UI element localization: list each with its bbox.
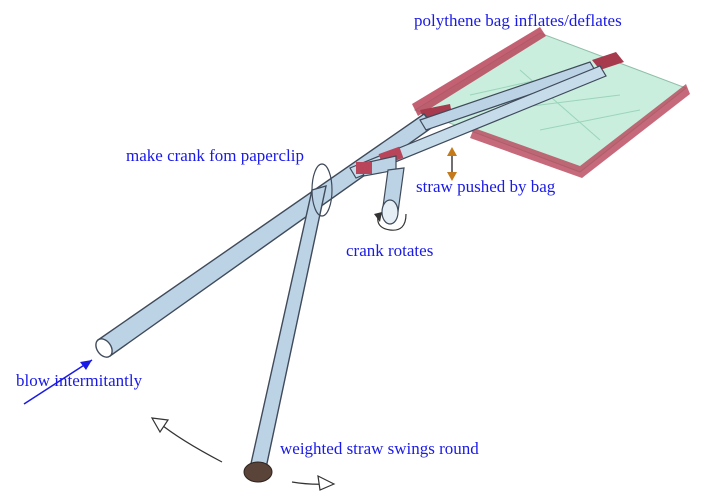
bag-label: polythene bag inflates/deflates [414,11,622,30]
crank [356,155,405,225]
blow-arrow-icon [23,359,93,405]
crank-rotates-label: crank rotates [346,241,434,260]
rotate-arrow-icon [374,212,407,231]
crank-make-label: make crank fom paperclip [126,146,304,165]
swing-label: weighted straw swings round [280,439,479,458]
swinging-straw [243,163,333,483]
swing-arrow-icon [150,417,336,491]
blow-label: blow intermitantly [16,371,143,390]
blow-straw [95,61,597,358]
up-down-arrow-icon [447,147,457,181]
straw-pushed-label: straw pushed by bag [416,177,556,196]
